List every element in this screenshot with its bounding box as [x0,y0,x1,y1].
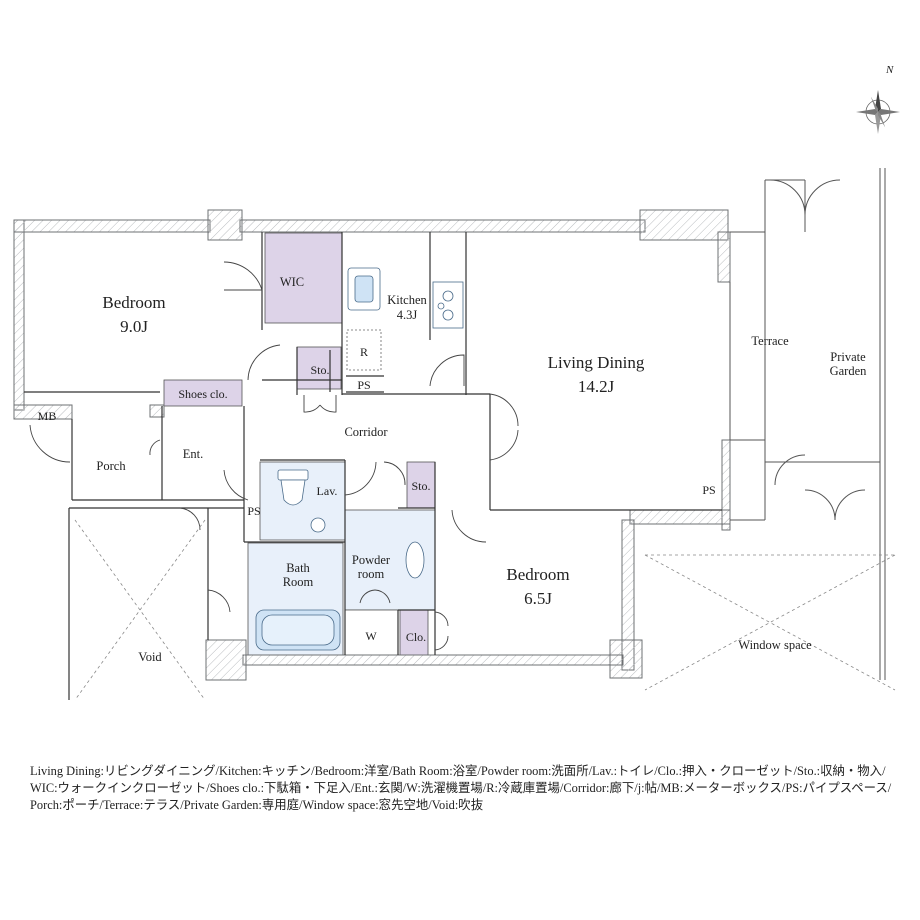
ps1-label: PS [357,378,370,392]
private-garden-line1: Private [830,350,866,364]
porch-label: Porch [96,459,126,473]
legend: Living Dining:リビングダイニング/Kitchen:キッチン/Bed… [30,764,892,812]
storage1-label: Sto. [310,363,329,377]
bedroom1-name: Bedroom [102,293,165,312]
mb-label: MB [38,409,57,423]
fixtures [255,267,464,651]
doors [29,261,519,651]
corridor-label: Corridor [344,425,388,439]
powder-line1: Powder [352,553,391,567]
living-size: 14.2J [578,377,615,396]
shoes-closet-label: Shoes clo. [178,387,227,401]
interior-walls [24,232,722,700]
bath-line2: Room [283,575,314,589]
storage2-label: Sto. [411,479,430,493]
compass-icon [856,90,900,134]
exterior-walls [13,209,731,681]
entrance-label: Ent. [183,447,203,461]
storage-fills [163,232,436,656]
bedroom2-size: 6.5J [524,589,552,608]
private-garden-line2: Garden [830,364,868,378]
kitchen-name: Kitchen [387,293,427,307]
void-label: Void [138,650,162,664]
terrace-garden [729,168,886,680]
closet-label: Clo. [406,630,426,644]
bath-line1: Bath [286,561,310,575]
kitchen-size: 4.3J [397,308,418,322]
lavatory-label: Lav. [317,484,338,498]
ps3-label: PS [702,483,715,497]
compass-north-label: N [885,64,894,76]
window-space-label: Window space [738,638,812,652]
wic-label: WIC [280,275,304,289]
powder-line2: room [358,567,385,581]
void-area [74,519,896,701]
terrace-label: Terrace [751,334,789,348]
living-name: Living Dining [548,353,645,372]
washer-label: W [365,629,377,643]
bedroom1-size: 9.0J [120,317,148,336]
ps2-label: PS [247,504,260,518]
bedroom2-name: Bedroom [506,565,569,584]
refrigerator-label: R [360,345,368,359]
